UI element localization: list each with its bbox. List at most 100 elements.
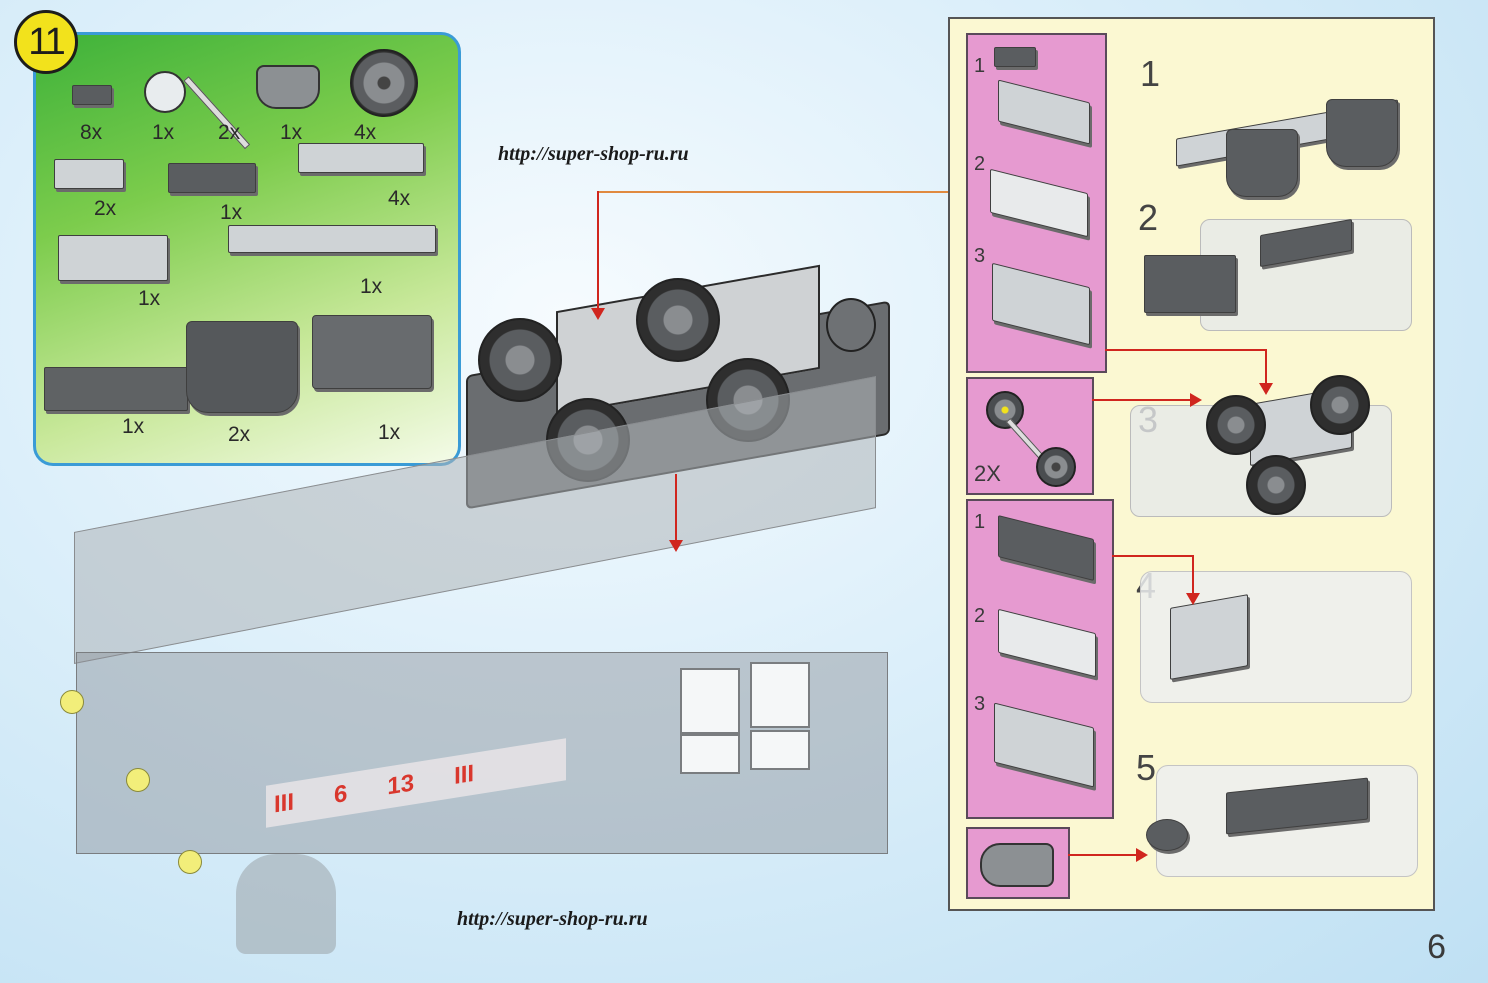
model-label: III [274,788,295,819]
model-window [680,734,740,774]
plate-4x4-light-icon [58,235,168,281]
coupler-assembly-icon [1144,255,1236,313]
train-wheel-icon [1036,447,1076,487]
substep-number: 2 [1138,197,1159,238]
plate-2x4-light-icon [998,79,1090,145]
plate-2x4-light-icon [998,608,1096,678]
watermark-url-bottom[interactable]: http://super-shop-ru.ru [457,908,648,930]
arrow-down-icon [669,540,683,552]
substep-label: 3 [974,693,986,715]
train-wheel-icon [350,49,418,117]
connector-line [1192,555,1194,595]
arrow-down-icon [1186,593,1200,605]
connector-line [1068,854,1138,856]
plate-2x4-assembled-icon [994,702,1094,788]
arrow-right-icon [1136,848,1148,862]
coupler-assembly-icon [312,315,432,389]
substep-label: 1 [974,511,986,533]
substep-2-assembly [1140,209,1420,349]
part-qty: 1x [280,121,303,144]
train-bogie-side-icon [1226,129,1298,197]
train-wheel-icon [1206,395,1266,455]
part-qty: 1x [220,201,243,224]
model-label: 13 [387,769,415,801]
wheel-qty: 2X [974,461,1001,486]
train-wheel-icon [1246,455,1306,515]
part-qty: 2x [94,197,117,220]
connector-line [1265,349,1267,385]
step-number-badge: 11 [14,10,78,74]
substep-5-assembly [1146,749,1418,879]
buffer-yellow [60,690,84,714]
plate-1x2-dark-icon [994,47,1036,67]
train-bogie-side-icon [186,321,298,413]
part-qty: 1x [152,121,175,144]
locomotive-base-illustration: III 6 13 III [60,376,900,962]
substep-1-assembly [1176,89,1406,199]
train-wheel-icon [478,318,562,402]
connector-line [1092,399,1192,401]
train-wheel-icon [986,391,1024,429]
part-qty: 1x [122,415,145,438]
substep-number: 1 [1140,53,1161,94]
connector-line [1112,555,1192,557]
plate-2x6-light-icon [298,143,424,173]
coupler-clip-icon [256,65,320,109]
part-qty: 1x [378,421,401,444]
connector-line [1105,349,1265,351]
model-label: 6 [334,779,348,809]
plate-2x4-assembled-icon [992,262,1090,346]
substep-label: 3 [974,245,986,267]
connector-line [675,474,677,544]
coupler-icon [826,298,876,352]
part-qty: 8x [80,121,103,144]
arrow-right-icon [1190,393,1202,407]
tile-pivot-plate-icon [44,367,188,411]
connector-line [597,191,949,193]
callout-box-2: 2X [966,377,1094,495]
train-bogie-side-icon [1326,99,1398,167]
substeps-panel: 1 2 3 2X 1 2 3 1 2 3 4 5 [948,17,1435,911]
substep-label: 2 [974,153,986,175]
plate-2x4-dark-icon [998,515,1094,581]
plate-2x3-light-icon [54,159,124,189]
substep-label: 1 [974,55,986,77]
model-label: III [454,759,475,790]
plate-1x2-dark-icon [72,85,112,105]
buffer-yellow [178,850,202,874]
train-wheel-icon [1310,375,1370,435]
connector-line [597,191,599,311]
part-qty: 4x [388,187,411,210]
plate-2x12-light-icon [228,225,436,253]
part-qty: 2x [228,423,251,446]
substep-3-assembly [1130,375,1410,525]
buffer-yellow [126,768,150,792]
coupler-clip-icon [980,843,1054,887]
model-window [680,668,740,734]
model-window [750,662,810,728]
callout-box-3: 1 2 3 [966,499,1114,819]
arrow-down-icon [1259,383,1273,395]
part-qty: 1x [360,275,383,298]
parts-list-box: 8x 1x 2x 1x 4x 2x 1x 4x 1x 1x 1x 2x 1x [33,32,461,466]
substep-4-assembly [1140,551,1420,721]
ghost-bogie [1156,765,1418,877]
part-qty: 1x [138,287,161,310]
page-number: 6 [1427,928,1446,966]
plate-2x4-dark-icon [168,163,256,193]
callout-box-4 [966,827,1070,899]
arrow-down-icon [591,308,605,320]
plate-2x4-light-icon [990,168,1088,238]
coupler-clip-icon [1146,819,1188,851]
part-qty: 2x [218,121,241,144]
wheel-cylinder-icon [144,71,186,113]
callout-box-1: 1 2 3 [966,33,1107,373]
model-window [750,730,810,770]
train-wheel-icon [636,278,720,362]
substep-number: 5 [1136,747,1157,788]
plate-2x4-assembled-icon [1170,594,1248,680]
model-cone [236,854,336,954]
watermark-url-top[interactable]: http://super-shop-ru.ru [498,143,689,165]
part-qty: 4x [354,121,377,144]
substep-label: 2 [974,605,986,627]
